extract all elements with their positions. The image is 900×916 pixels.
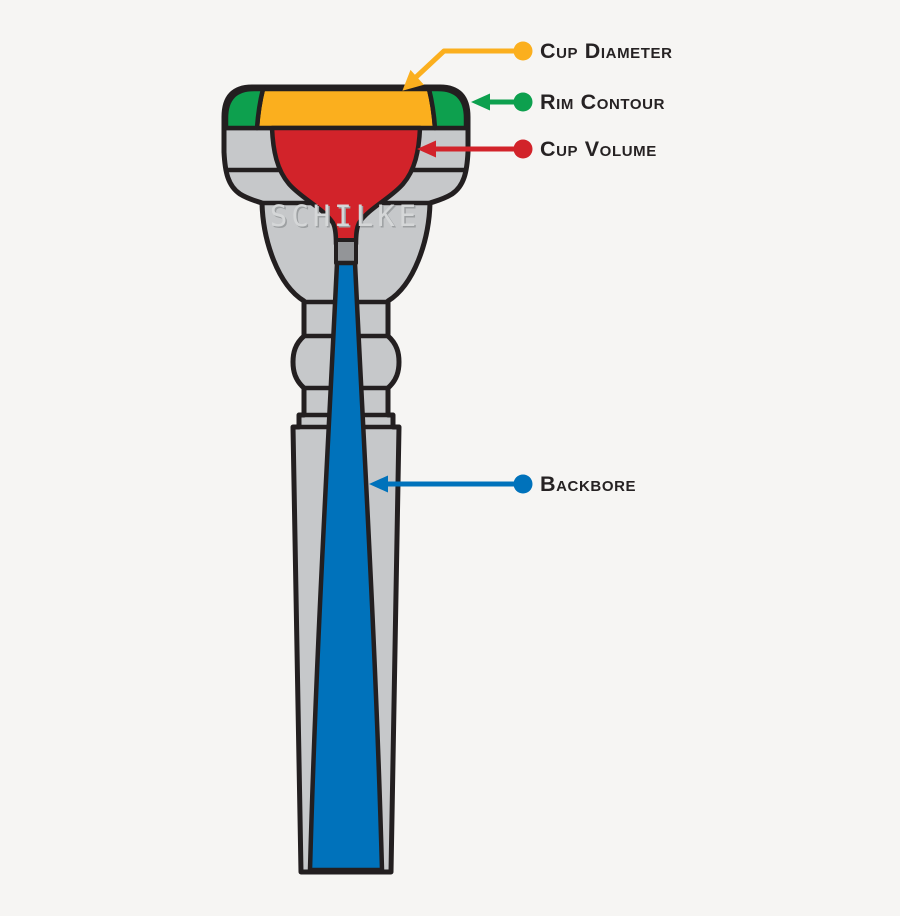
cup-diameter-dot (513, 41, 533, 61)
throat-block (334, 238, 358, 265)
cup-volume-label: Cup Volume (540, 137, 657, 161)
cup-volume-arrow (417, 139, 533, 159)
rim-contour-left (223, 86, 266, 131)
backbore-arrow (369, 474, 533, 494)
backbore-label: Backbore (540, 472, 637, 496)
cup-diameter-label: Cup Diameter (540, 39, 673, 63)
rim-contour-right (426, 86, 469, 131)
cup-diameter-band (254, 86, 438, 131)
rim-contour-dot (513, 92, 533, 112)
brand-emboss-text: SCHILKE (270, 199, 420, 233)
rim-contour-label: Rim Contour (540, 90, 666, 114)
backbore-fill (307, 260, 385, 873)
cup-diameter-arrow (402, 41, 533, 91)
brand-emboss-shadow: SCHILKE (271, 201, 421, 235)
cup-volume-dot (513, 139, 533, 159)
backbore-dot (513, 474, 533, 494)
rim-contour-arrow (471, 92, 533, 112)
